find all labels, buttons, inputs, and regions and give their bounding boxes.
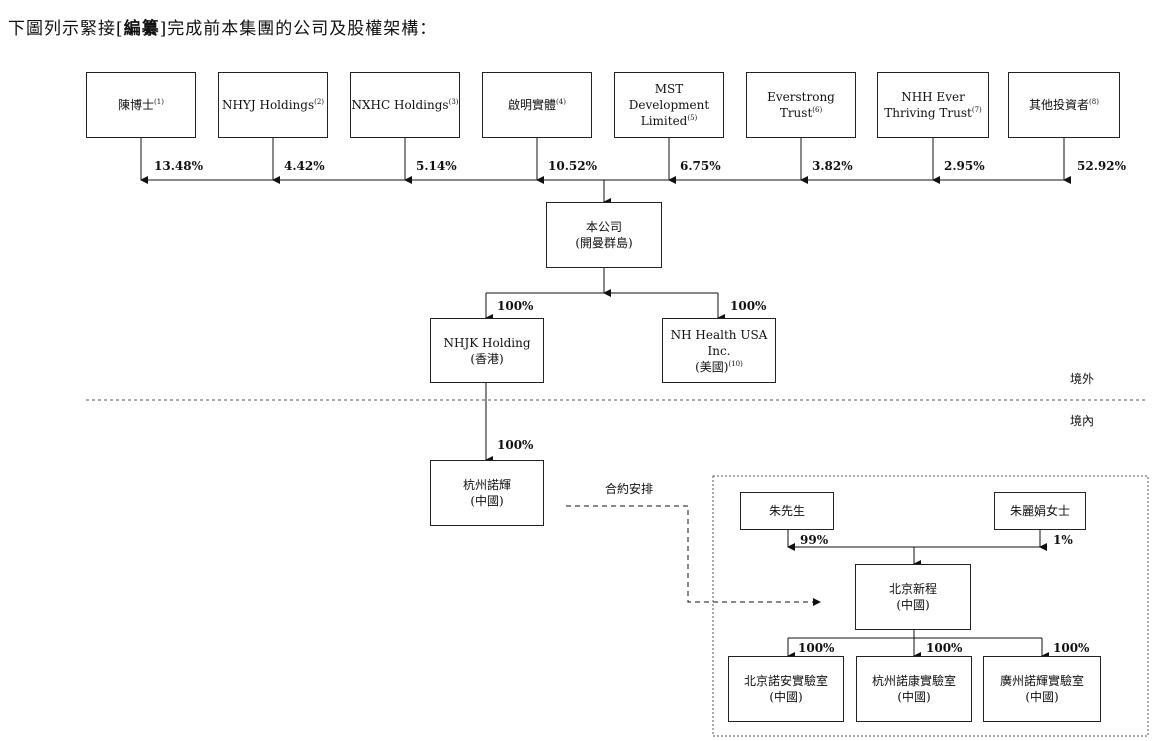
shareholder-box-dr-chen: 陳博士(1) [86,72,196,138]
shareholder-box-other: 其他投資者(8) [1008,72,1120,138]
pct-nhusa: 100% [730,299,767,313]
pct-other: 52.92% [1077,159,1126,173]
shareholder-box-qiming: 啟明實體(4) [482,72,592,138]
shareholder-box-mst: MST Development Limited(5) [614,72,724,138]
mr-zhu-box: 朱先生 [740,492,834,530]
nh-health-usa-box: NH Health USA Inc. (美國)(10) [662,318,776,383]
pct-everstrong: 3.82% [812,159,853,173]
lab-box-hangzhou: 杭州諾康實驗室 (中國) [856,656,972,722]
company-box: 本公司 (開曼群島) [546,202,662,268]
ms-zhu-box: 朱麗娟女士 [994,492,1086,530]
pct-dr-chen: 13.48% [154,159,203,173]
pct-mst: 6.75% [680,159,721,173]
pct-lab-hangzhou: 100% [926,641,963,655]
pct-nxhc: 5.14% [416,159,457,173]
shareholder-box-nhyj: NHYJ Holdings(2) [218,72,328,138]
vie-group-boundary [712,475,1149,737]
intro-heading: 下圖列示緊接[編纂]完成前本集團的公司及股權架構： [8,19,438,39]
shareholder-box-nxhc: NXHC Holdings(3) [350,72,460,138]
pct-qiming: 10.52% [548,159,597,173]
lab-box-beijing: 北京諾安實驗室 (中國) [728,656,844,722]
lab-box-guangzhou: 廣州諾輝實驗室 (中國) [983,656,1101,722]
pct-nhyj: 4.42% [284,159,325,173]
pct-nhh: 2.95% [944,159,985,173]
nhjk-holding-box: NHJK Holding (香港) [430,318,544,383]
pct-hangzhou: 100% [497,438,534,452]
onshore-label: 境內 [1070,414,1095,428]
shareholder-box-nhh: NHH Ever Thriving Trust(7) [877,72,989,138]
offshore-label: 境外 [1070,372,1095,386]
pct-nhjk: 100% [497,299,534,313]
pct-mr-zhu: 99% [800,533,829,547]
pct-lab-guangzhou: 100% [1053,641,1090,655]
pct-lab-beijing: 100% [798,641,835,655]
hangzhou-nuohui-box: 杭州諾輝 (中國) [430,460,544,526]
beijing-xincheng-box: 北京新程 (中國) [855,564,971,630]
pct-ms-zhu: 1% [1053,533,1073,547]
contract-arrangement-label: 合約安排 [605,482,654,496]
shareholder-box-everstrong: Everstrong Trust(6) [746,72,856,138]
